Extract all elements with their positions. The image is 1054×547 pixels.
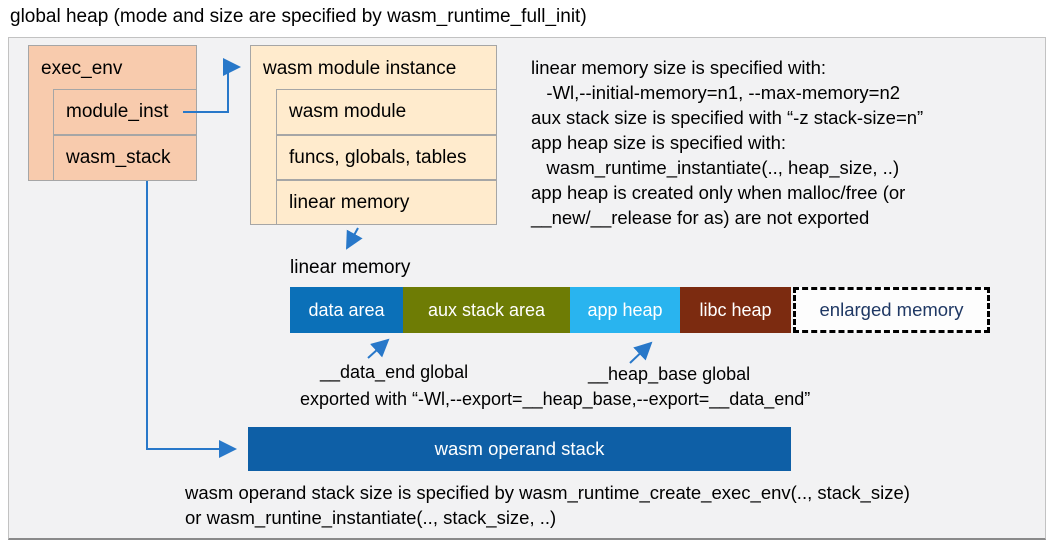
- segment-enlarged-memory: enlarged memory: [793, 287, 990, 333]
- note-line: app heap is created only when malloc/fre…: [531, 182, 906, 203]
- segment-aux-stack-area: aux stack area: [403, 287, 570, 333]
- wasm-stack-box: wasm_stack: [53, 135, 197, 181]
- note-line: aux stack size is specified with “-z sta…: [531, 107, 924, 128]
- linear-memory-bar-title: linear memory: [290, 257, 411, 278]
- wasm-operand-stack-bar: wasm operand stack: [248, 427, 791, 471]
- notes-bottom: wasm operand stack size is specified by …: [185, 480, 910, 530]
- linear-memory-cell-label: linear memory: [289, 191, 410, 213]
- module-instance-header: wasm module instance: [263, 57, 457, 79]
- note-line: wasm_runtime_instantiate(.., heap_size, …: [531, 157, 900, 178]
- wasm-module-label: wasm module: [289, 101, 407, 122]
- data-end-global-label: __data_end global: [320, 362, 469, 382]
- note-line: __new/__release for as) are not exported: [531, 207, 870, 228]
- linear-memory-cell-box: linear memory: [276, 180, 497, 225]
- notes-right: linear memory size is specified with: -W…: [531, 55, 923, 230]
- funcs-globals-tables-box: funcs, globals, tables: [276, 135, 497, 180]
- wasm-module-box: wasm module: [276, 89, 497, 135]
- note-line: linear memory size is specified with:: [531, 57, 827, 78]
- note-line: -Wl,--initial-memory=n1, --max-memory=n2: [531, 82, 901, 103]
- heap-base-global-label: __heap_base global: [588, 364, 751, 384]
- note-line: wasm operand stack size is specified by …: [185, 482, 910, 503]
- note-line: app heap size is specified with:: [531, 132, 787, 153]
- page-title: global heap (mode and size are specified…: [10, 6, 587, 27]
- module-inst-box: module_inst: [53, 89, 197, 135]
- exec-env-header: exec_env: [41, 57, 123, 79]
- segment-data-area: data area: [290, 287, 403, 333]
- module-inst-label: module_inst: [66, 101, 169, 122]
- note-line: or wasm_runtine_instantiate(.., stack_si…: [185, 507, 557, 528]
- exported-with-label: exported with “-Wl,--export=__heap_base,…: [300, 389, 811, 409]
- funcs-globals-tables-label: funcs, globals, tables: [289, 146, 467, 168]
- wasm-stack-label: wasm_stack: [66, 147, 171, 168]
- segment-app-heap: app heap: [570, 287, 680, 333]
- segment-libc-heap: libc heap: [680, 287, 791, 333]
